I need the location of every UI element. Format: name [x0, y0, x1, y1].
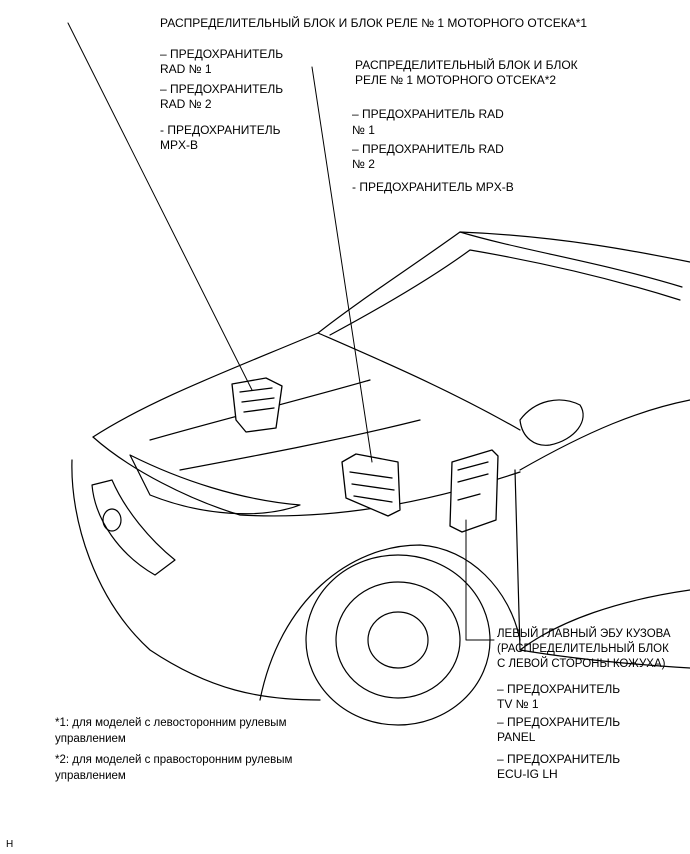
hood-outline [92, 332, 319, 438]
callout-block1-item: RAD № 2 [160, 97, 212, 111]
front-wheel [305, 554, 491, 726]
front-fender [259, 544, 521, 701]
main-body-ecu [449, 449, 499, 533]
front-wheel-rim [335, 581, 461, 699]
callout-ecu-item: – ПРЕДОХРАНИТЕЛЬ [497, 715, 621, 729]
leader-block1 [67, 22, 253, 391]
callout-ecu-title: (РАСПРЕДЕЛИТЕЛЬНЫЙ БЛОК [497, 643, 669, 655]
callout-block2-item: № 2 [352, 157, 375, 171]
callout-block2-item: № 1 [352, 123, 375, 137]
callout-ecu-item: – ПРЕДОХРАНИТЕЛЬ [497, 752, 621, 766]
callout-block2-item: – ПРЕДОХРАНИТЕЛЬ RAD [352, 142, 504, 156]
footnote: управлением [55, 733, 126, 745]
front-wheel-hub [367, 611, 429, 669]
callout-block2-item: - ПРЕДОХРАНИТЕЛЬ MPX-B [352, 180, 514, 194]
callout-block1-title: РАСПРЕДЕЛИТЕЛЬНЫЙ БЛОК И БЛОК РЕЛЕ № 1 М… [160, 16, 588, 30]
headlight [129, 454, 301, 515]
callout-block1-item: RAD № 1 [160, 62, 212, 76]
fuse-block-1 [231, 377, 283, 433]
callout-block1-item: MPX-B [160, 138, 199, 152]
side-mirror [519, 399, 584, 446]
callout-block1-item: – ПРЕДОХРАНИТЕЛЬ [160, 82, 284, 96]
callout-ecu-item: PANEL [497, 730, 536, 744]
callout-ecu-title: С ЛЕВОЙ СТОРОНЫ КОЖУХА) [497, 658, 666, 670]
fuse-block-2 [341, 453, 401, 517]
callout-block1-item: - ПРЕДОХРАНИТЕЛЬ [160, 123, 281, 137]
windshield-outline [317, 231, 683, 334]
callout-block2-title: РАСПРЕДЕЛИТЕЛЬНЫЙ БЛОК И БЛОК [355, 58, 578, 72]
grille [91, 479, 176, 576]
callout-ecu-item: ECU-IG LH [497, 767, 558, 781]
callout-ecu-item: – ПРЕДОХРАНИТЕЛЬ [497, 682, 621, 696]
footnote: *1: для моделей с левосторонним рулевым [55, 717, 287, 729]
lexus-emblem [102, 508, 122, 532]
hood-front-edge [92, 436, 521, 517]
callout-block1-item: – ПРЕДОХРАНИТЕЛЬ [160, 47, 284, 61]
hood-crease-2 [179, 419, 421, 471]
leader-ecu [465, 519, 495, 641]
rocker [519, 649, 690, 669]
footnote: *2: для моделей с правосторонним рулевым [55, 754, 293, 766]
front-bumper [71, 459, 321, 701]
callout-block2-title: РЕЛЕ № 1 МОТОРНОГО ОТСЕКА*2 [355, 73, 557, 87]
callout-ecu-title: ЛЕВЫЙ ГЛАВНЫЙ ЭБУ КУЗОВА [497, 628, 671, 640]
door-front-edge [514, 469, 690, 651]
callout-ecu-item: TV № 1 [497, 697, 539, 711]
footnote: управлением [55, 770, 126, 782]
door-belt [519, 399, 690, 471]
corner-code: H [6, 839, 14, 850]
callout-block2-item: – ПРЕДОХРАНИТЕЛЬ RAD [352, 107, 504, 121]
roof-line [459, 231, 690, 263]
leader-block2 [311, 66, 373, 463]
a-pillar [317, 332, 521, 431]
windshield-inner [329, 249, 681, 336]
